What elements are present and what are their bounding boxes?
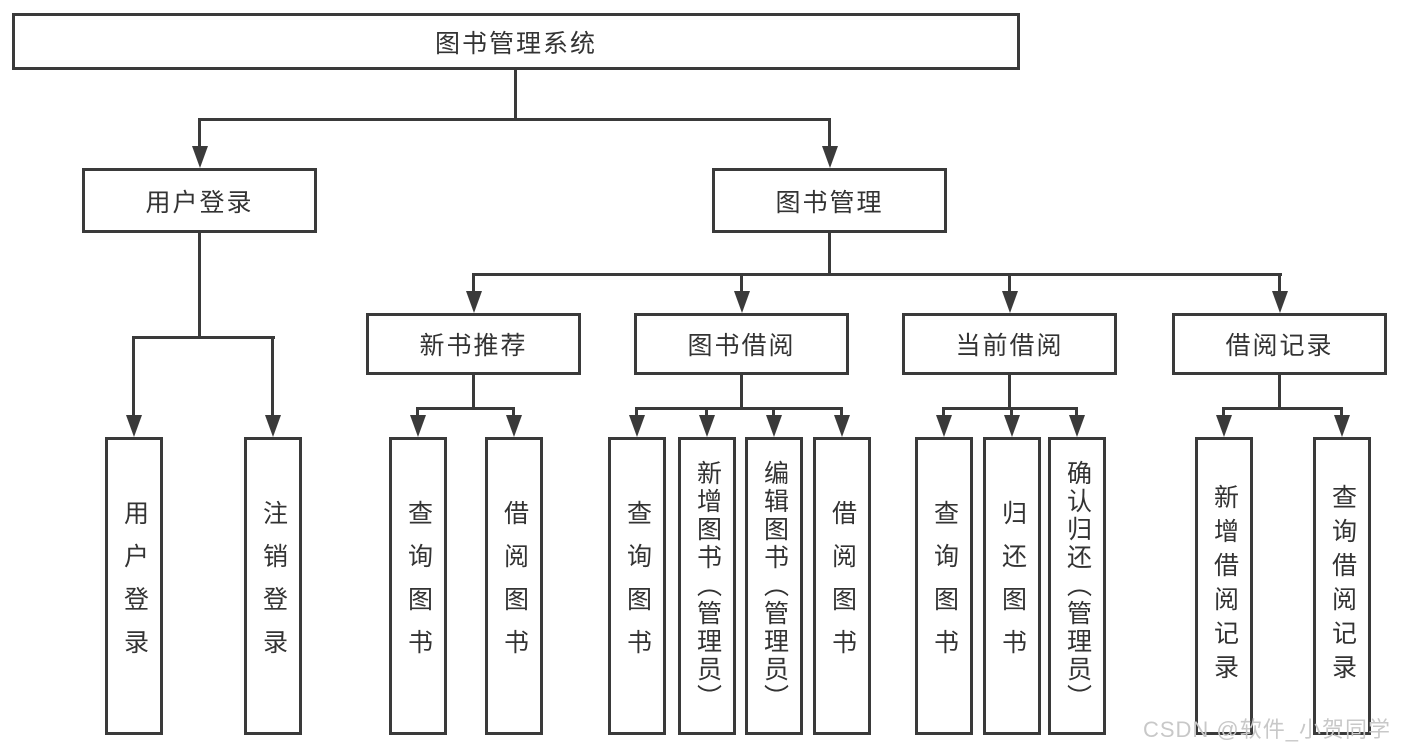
connector-book-mgmt-stem [828, 233, 831, 276]
connector-borrow-leaf2-drop [705, 410, 708, 418]
leaf-label: 编辑图书（管理员） [760, 460, 789, 712]
connector-user-login-drop [198, 121, 201, 149]
connector-leaf-logout-drop [271, 339, 274, 417]
connector-borrow-leaf1-drop [635, 410, 638, 418]
connector-current-leaf2-drop [1010, 410, 1013, 418]
leaf-label: 归还图书 [998, 500, 1027, 672]
node-book-management: 图书管理 [712, 168, 947, 233]
leaf-label: 查询图书 [404, 500, 433, 672]
arrowhead-leaf-logout [265, 415, 281, 437]
arrowhead-leaf-login [126, 415, 142, 437]
arrowhead-newbook-leaf1 [410, 415, 426, 437]
leaf-query-borrow-record: 查询借阅记录 [1313, 437, 1371, 735]
connector-borrow-leaf4-drop [840, 410, 843, 418]
node-current-borrowing: 当前借阅 [902, 313, 1117, 375]
connector-borrow-drop [740, 276, 743, 293]
node-label: 图书管理 [775, 188, 884, 217]
node-user-login: 用户登录 [82, 168, 317, 233]
connector-leaf-login-drop [132, 339, 135, 417]
connector-current-bar [942, 407, 1078, 410]
node-label: 图书管理系统 [434, 29, 597, 58]
connector-level2-bar [198, 118, 831, 121]
connector-current-stem [1008, 375, 1011, 410]
leaf-label: 查询图书 [623, 500, 652, 672]
node-label: 当前借阅 [955, 332, 1064, 360]
node-label: 图书借阅 [687, 332, 796, 360]
arrowhead-records-leaf1 [1216, 415, 1232, 437]
arrowhead-newbook-leaf2 [506, 415, 522, 437]
leaf-label: 用户登录 [120, 500, 149, 672]
connector-current-leaf3-drop [1075, 410, 1078, 418]
node-label: 新书推荐 [419, 332, 528, 360]
arrowhead-current-leaf3 [1069, 415, 1085, 437]
leaf-user-login: 用户登录 [105, 437, 163, 735]
leaf-borrow-books: 借阅图书 [813, 437, 871, 735]
connector-user-login-bar [132, 336, 275, 339]
leaf-label: 借阅图书 [500, 500, 529, 672]
leaf-label: 借阅图书 [828, 500, 857, 672]
arrowhead-book-mgmt [822, 146, 838, 168]
node-library-management-system: 图书管理系统 [12, 13, 1020, 70]
connector-user-login-stem [198, 233, 201, 339]
leaf-query-books-borrow: 查询图书 [608, 437, 666, 735]
connector-root-stem [514, 70, 517, 121]
node-label: 借阅记录 [1225, 332, 1334, 360]
leaf-label: 查询图书 [930, 500, 959, 672]
arrowhead-current-leaf2 [1004, 415, 1020, 437]
connector-records-stem [1278, 375, 1281, 410]
arrowhead-current [1002, 291, 1018, 313]
arrowhead-current-leaf1 [936, 415, 952, 437]
arrowhead-borrow-leaf4 [834, 415, 850, 437]
leaf-query-books-recommend: 查询图书 [389, 437, 447, 735]
arrowhead-newbook [466, 291, 482, 313]
connector-records-bar [1222, 407, 1343, 410]
connector-newbook-stem [472, 375, 475, 410]
connector-newbook-bar [416, 407, 515, 410]
connector-borrow-stem [740, 375, 743, 410]
leaf-label: 新增图书（管理员） [693, 460, 722, 712]
leaf-label: 查询借阅记录 [1328, 484, 1357, 688]
connector-records-leaf1-drop [1222, 410, 1225, 418]
leaf-label: 注销登录 [259, 500, 288, 672]
connector-records-drop [1278, 276, 1281, 293]
connector-level3-bar [472, 273, 1282, 276]
leaf-logout: 注销登录 [244, 437, 302, 735]
connector-current-drop [1008, 276, 1011, 293]
leaf-borrow-books-recommend: 借阅图书 [485, 437, 543, 735]
leaf-query-books-current: 查询图书 [915, 437, 973, 735]
node-new-book-recommend: 新书推荐 [366, 313, 581, 375]
leaf-label: 确认归还（管理员） [1063, 460, 1092, 712]
arrowhead-records-leaf2 [1334, 415, 1350, 437]
arrowhead-borrow-leaf2 [699, 415, 715, 437]
connector-borrow-bar [635, 407, 843, 410]
connector-book-mgmt-drop [828, 121, 831, 149]
leaf-edit-books-admin: 编辑图书（管理员） [745, 437, 803, 735]
node-label: 用户登录 [145, 188, 254, 217]
arrowhead-borrow-leaf3 [766, 415, 782, 437]
leaf-label: 新增借阅记录 [1210, 484, 1239, 688]
connector-records-leaf2-drop [1340, 410, 1343, 418]
leaf-return-books: 归还图书 [983, 437, 1041, 735]
node-book-borrowing: 图书借阅 [634, 313, 849, 375]
leaf-add-borrow-record: 新增借阅记录 [1195, 437, 1253, 735]
csdn-watermark: CSDN @软件_小贺同学 [1142, 717, 1391, 742]
node-borrowing-records: 借阅记录 [1172, 313, 1387, 375]
connector-newbook-leaf2-drop [512, 410, 515, 418]
leaf-confirm-return-admin: 确认归还（管理员） [1048, 437, 1106, 735]
arrowhead-borrow-leaf1 [629, 415, 645, 437]
connector-current-leaf1-drop [942, 410, 945, 418]
connector-newbook-drop [472, 276, 475, 293]
arrowhead-records [1272, 291, 1288, 313]
leaf-add-books-admin: 新增图书（管理员） [678, 437, 736, 735]
arrowhead-user-login [192, 146, 208, 168]
connector-borrow-leaf3-drop [772, 410, 775, 418]
arrowhead-borrow [734, 291, 750, 313]
connector-newbook-leaf1-drop [416, 410, 419, 418]
